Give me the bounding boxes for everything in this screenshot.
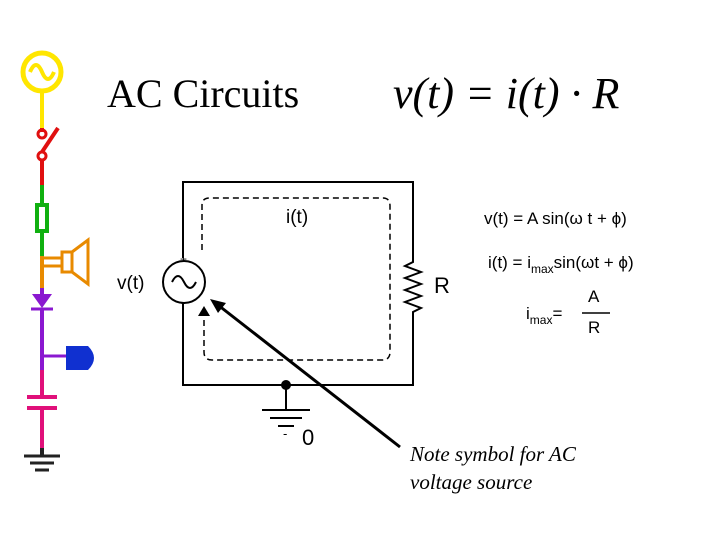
speaker-icon <box>40 237 90 290</box>
capacitor-icon <box>27 370 57 448</box>
current-path-dashed <box>201 197 391 361</box>
resistor-symbol <box>402 256 424 316</box>
note-text: Note symbol for AC voltage source <box>410 440 576 496</box>
voltage-equation: v(t) = A sin(ω t + ϕ) <box>484 209 627 228</box>
imax-equals: = <box>552 304 563 323</box>
fuse-icon <box>35 185 49 256</box>
ground-minus-sign: - <box>283 426 288 441</box>
ac-source-icon <box>20 50 64 128</box>
voltage-label: v(t) <box>117 273 145 294</box>
source-minus-sign: - <box>181 295 186 310</box>
resistor-label: R <box>434 273 450 298</box>
note-pointer-arrowhead <box>210 299 226 313</box>
switch-icon <box>36 126 60 185</box>
sine-wave-icon <box>171 275 197 289</box>
current-label: i(t) <box>286 207 309 228</box>
fraction-numerator: A <box>588 287 600 306</box>
diode-icon <box>31 288 66 370</box>
slide-title: AC Circuits <box>107 71 300 116</box>
ground-icon <box>24 448 60 472</box>
fraction-denominator: R <box>588 318 601 337</box>
current-eq-prefix: i(t) = i <box>488 253 531 272</box>
imax-sub: max <box>529 313 553 327</box>
ground-label: 0 <box>302 425 315 450</box>
lamp-icon <box>66 346 94 370</box>
imax-base: i <box>526 304 530 323</box>
current-equation: i(t) = imaxsin(ωt + ϕ) <box>488 253 634 276</box>
current-eq-suffix: sin(ωt + ϕ) <box>553 253 634 272</box>
current-eq-sub: max <box>530 262 554 276</box>
imax-equation: imax= <box>526 304 563 327</box>
note-line-1: Note symbol for AC <box>410 442 576 466</box>
note-pointer-line <box>217 303 401 449</box>
source-plus-sign: + <box>180 252 188 266</box>
current-direction-arrow <box>198 306 210 316</box>
main-equation: v(t) = i(t) · R <box>393 69 620 118</box>
note-line-2: voltage source <box>410 470 533 494</box>
